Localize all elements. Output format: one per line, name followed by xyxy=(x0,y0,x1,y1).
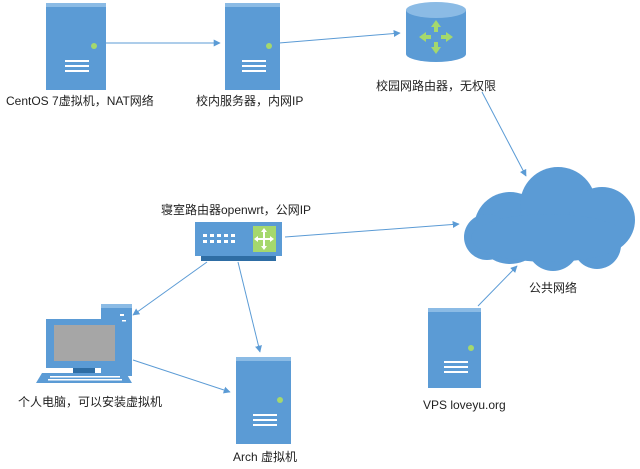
public-network-label: 公共网络 xyxy=(529,281,578,295)
edge-dorm-router-to-personal-pc xyxy=(132,261,208,316)
server-icon xyxy=(225,3,280,90)
server-icon xyxy=(428,308,481,388)
edge-campus-server-to-campus-router xyxy=(278,30,401,44)
edge-campus-router-to-public-network xyxy=(481,91,527,177)
server-icon xyxy=(236,357,291,444)
campus-router-label: 校园网路由器，无权限 xyxy=(376,79,497,93)
campus-server-label: 校内服务器，内网IP xyxy=(196,94,304,108)
arch-vm-label: Arch 虚拟机 xyxy=(233,450,298,464)
desktop-computer-icon xyxy=(36,304,132,383)
centos-vm-label: CentOS 7虚拟机，NAT网络 xyxy=(6,94,154,108)
dorm-router-label: 寝室路由器openwrt，公网IP xyxy=(161,203,312,217)
personal-pc-label: 个人电脑，可以安装虚拟机 xyxy=(18,395,163,409)
router-icon xyxy=(406,2,466,62)
edge-dorm-router-to-public-network xyxy=(284,220,460,238)
server-icon xyxy=(46,3,106,90)
edge-vps-to-public-network xyxy=(477,265,518,307)
edge-dorm-router-to-arch-vm xyxy=(237,261,262,353)
edge-personal-pc-to-arch-vm xyxy=(132,359,231,394)
cloud-icon xyxy=(464,167,635,271)
vps-label: VPS loveyu.org xyxy=(423,398,506,412)
switch-icon xyxy=(195,222,282,261)
edges xyxy=(106,30,527,394)
